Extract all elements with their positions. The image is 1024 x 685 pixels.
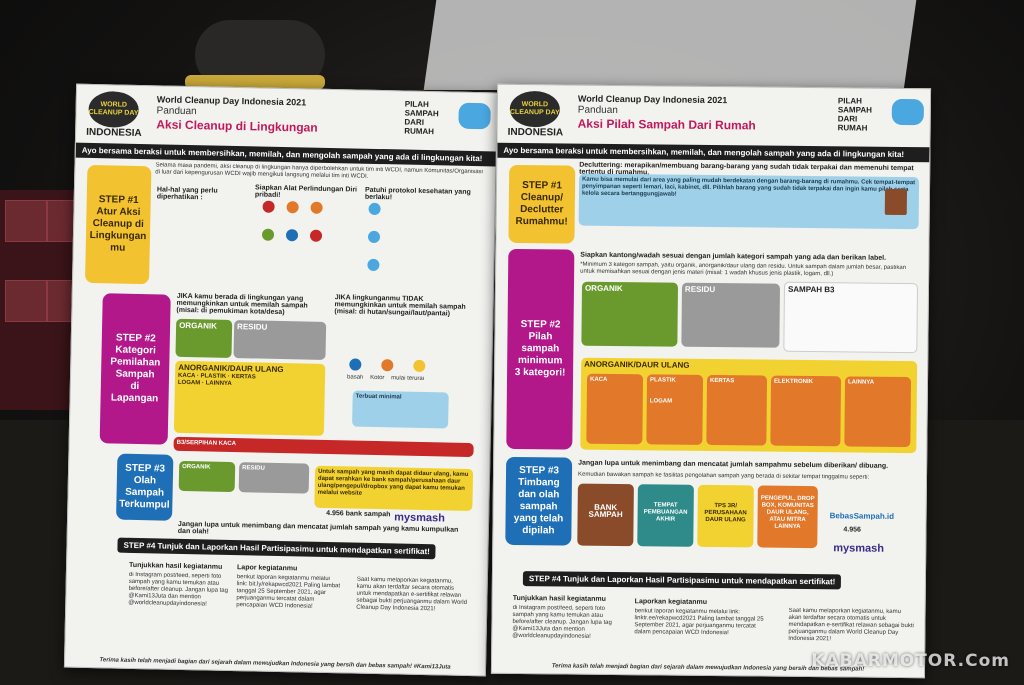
site-watermark: KABARMOTOR.Com [811, 651, 1010, 671]
poster-pilah-sampah: WORLD CLEANUP DAY INDONESIA World Cleanu… [490, 83, 932, 679]
b3-card: B3/SERPIHAN KACA [173, 436, 474, 458]
residu-card: RESIDU [233, 320, 327, 360]
s4a-text: di Instagram post/feed, seperti foto sam… [512, 604, 612, 640]
s4a-title: Tunjukkan hasil kegiatanmu [512, 594, 606, 603]
wcd-logo: WORLD CLEANUP DAY [509, 90, 561, 128]
shelf-box [5, 280, 47, 322]
logo-country: INDONESIA [86, 126, 142, 140]
step1-box: Kamu bisa memulai dari area yang paling … [578, 173, 920, 230]
no-crowd-icon [367, 258, 380, 272]
background-plastic-bag [423, 0, 917, 90]
step1-protect: Siapkan Alat Perlindungan Diri pribadi! [254, 184, 358, 199]
cabinet-icon [884, 188, 908, 216]
background-yellow-tray [185, 75, 325, 89]
event-name: World Cleanup Day Indonesia 2021 [577, 93, 728, 106]
step2-sub: *Minimum 3 kategori sampah, yaitu organi… [580, 261, 907, 278]
step3-organik: ORGANIK [178, 460, 236, 493]
hat-icon [261, 228, 275, 241]
residu-card: RESIDU [681, 282, 781, 348]
poster-header: WORLD CLEANUP DAY INDONESIA World Cleanu… [76, 85, 497, 152]
s4b-title: Laporkan kegiatanmu [634, 598, 708, 606]
tps-card: TPS 3R/ PERUSAHAAN DAUR ULANG [697, 484, 754, 548]
bank-sampah-card: BANK SAMPAH [577, 483, 634, 547]
step-4-banner: STEP #4 Tunjuk dan Laporkan Hasil Partis… [522, 571, 842, 590]
anorganik-card: ANORGANIK/DAUR ULANG KACA · PLASTIK · KE… [173, 360, 326, 436]
step2-heading: Siapkan kantong/wadah sesuai dengan juml… [580, 251, 887, 262]
s4a-title: Tunjukkan hasil kegiatanmu [129, 561, 223, 571]
icon-labels: basah Kotor mulai terurai [347, 374, 425, 382]
pilah-sampah-logo: PILAH SAMPAH DARI RUMAH [404, 99, 439, 137]
wcd-logo: WORLD CLEANUP DAY [88, 90, 140, 128]
step-4-banner: STEP #4 Tunjuk dan Laporkan Hasil Partis… [117, 537, 437, 560]
boots-icon [310, 201, 323, 214]
wash-hands-icon [367, 230, 381, 244]
mask-icon [262, 200, 275, 213]
step1-heading: Hal-hal yang perlu diperhatikan : [156, 186, 218, 202]
wet-waste-icon [349, 358, 362, 371]
tpa-card: TEMPAT PEMBUANGAN AKHIR [637, 484, 694, 547]
logo-country: INDONESIA [507, 126, 564, 139]
pengepul-card: PENGEPUL, DROP BOX, KOMUNITAS DAUR ULANG… [757, 485, 818, 549]
step3-residu: RESIDU [238, 462, 310, 494]
step-3-badge: STEP #3 Olah Sampah Terkumpul [116, 453, 174, 521]
organik-card: ORGANIK [581, 281, 679, 347]
distance-icon [368, 202, 381, 216]
step-3-badge: STEP #3 Timbang dan olah sampah yang tel… [505, 456, 573, 546]
s4c-text: Saat kamu melaporkan kegiatanmu, kamu ak… [356, 576, 468, 613]
shelf-box [5, 200, 47, 242]
s4b-text: berikut laporan kegiatanmu melalui link:… [236, 574, 341, 610]
step-1-badge: STEP #1 Cleanup/ Declutter Rumahmu! [508, 164, 576, 244]
step-2-badge: STEP #2 Pilah sampah minimum 3 kategori! [506, 248, 575, 450]
step-1-badge: STEP #1 Atur Aksi Cleanup di Lingkungan … [84, 164, 152, 285]
poster-title: Aksi Pilah Sampah Dari Rumah [577, 116, 756, 133]
bebas-count: 4.956 [843, 526, 862, 534]
kit-icon [309, 229, 323, 242]
poster-header: WORLD CLEANUP DAY INDONESIA World Cleanu… [497, 85, 930, 148]
decompose-icon [413, 359, 426, 373]
poster-title: Aksi Cleanup di Lingkungan [156, 117, 318, 135]
s4c-text: Saat kamu melaporkan kegiatanmu, kamu ak… [788, 607, 914, 643]
mysmash-logo: mysmash [394, 511, 446, 525]
mascot-icon [458, 102, 491, 130]
step3-heading: Jangan lupa untuk menimbang dan mencatat… [578, 459, 889, 470]
lainnya-card: LAINNYA [844, 376, 912, 448]
pilah-sampah-logo: PILAH SAMPAH DARI RUMAH [837, 96, 872, 133]
mascot-icon [891, 98, 924, 126]
step3-sub: Kemudian bawakan sampah ke fasilitas pen… [577, 471, 870, 481]
step3-daur-ulang: Untuk sampah yang masih dapat didaur ula… [314, 465, 474, 512]
organik-card: ORGANIK [175, 318, 233, 358]
b3-card: SAMPAH B3 [783, 281, 919, 354]
step1-protocol: Patuhi protokol kesehatan yang berlaku! [364, 186, 471, 202]
bank-count: 4.956 bank sampah [326, 509, 391, 519]
s4a-text: di Instagram post/feed, seperti foto sam… [128, 571, 229, 608]
kaca-card: KACA [586, 373, 644, 445]
step2-right-heading: JIKA lingkunganmu TIDAK memungkinkan unt… [334, 294, 466, 318]
elektronik-card: ELEKTRONIK [770, 375, 842, 447]
step2-left-heading: JIKA kamu berada di lingkungan yang memu… [176, 292, 308, 317]
s4b-text: berikut laporan kegiatanmu melalui link:… [634, 608, 764, 637]
terbuat-card: Terbuat minimal [352, 390, 449, 429]
poster-aksi-cleanup: WORLD CLEANUP DAY INDONESIA World Cleanu… [63, 83, 499, 677]
dirty-waste-icon [381, 359, 394, 372]
bottle-icon [285, 229, 299, 242]
gloves-icon [286, 201, 299, 214]
poster-subtitle: Panduan [577, 104, 618, 117]
kertas-card: KERTAS [706, 374, 768, 446]
s4b-title: Lapor kegiatanmu [236, 564, 298, 573]
mysmash-logo: mysmash [833, 542, 885, 555]
bebas-sampah-logo: BebasSampah.id [829, 512, 895, 521]
poster-subtitle: Panduan [156, 105, 197, 118]
step-2-badge: STEP #2 Kategori Pemilahan Sampah di Lap… [99, 293, 171, 445]
